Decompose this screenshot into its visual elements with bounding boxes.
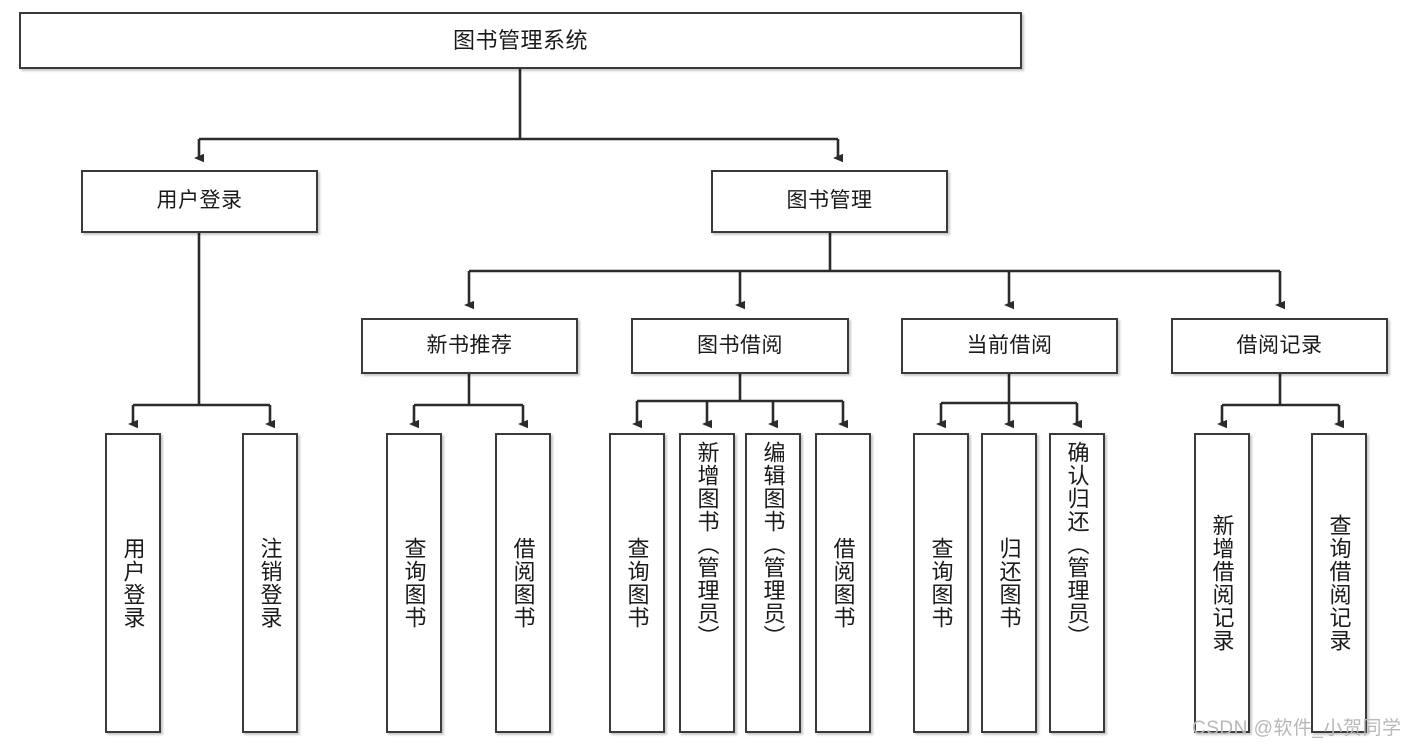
csdn-watermark: CSDN @软件_小贺同学 bbox=[1192, 718, 1402, 739]
leaf-query-books-borrow[interactable]: 查询图书 bbox=[609, 433, 665, 733]
node-root[interactable]: 图书管理系统 bbox=[19, 12, 1022, 69]
node-book-management[interactable]: 图书管理 bbox=[711, 170, 948, 233]
leaf-confirm-return-admin-label: 确认归还（管理员） bbox=[1064, 441, 1090, 648]
leaf-return-books-label: 归还图书 bbox=[996, 537, 1022, 629]
leaf-user-login[interactable]: 用户登录 bbox=[105, 433, 161, 733]
leaf-logout-label: 注销登录 bbox=[257, 537, 283, 629]
leaf-user-login-label: 用户登录 bbox=[120, 537, 146, 629]
leaf-query-borrow-record[interactable]: 查询借阅记录 bbox=[1311, 433, 1367, 733]
leaf-add-book-admin-label: 新增图书（管理员） bbox=[694, 441, 720, 648]
leaf-borrow-books-recommend[interactable]: 借阅图书 bbox=[495, 433, 551, 733]
leaf-edit-book-admin[interactable]: 编辑图书（管理员） bbox=[745, 433, 801, 733]
leaf-query-books-current[interactable]: 查询图书 bbox=[913, 433, 969, 733]
node-borrow-records[interactable]: 借阅记录 bbox=[1171, 318, 1388, 374]
node-book-borrowing[interactable]: 图书借阅 bbox=[631, 318, 849, 374]
leaf-add-borrow-record-label: 新增借阅记录 bbox=[1209, 514, 1235, 652]
leaf-query-books-current-label: 查询图书 bbox=[928, 537, 954, 629]
leaf-confirm-return-admin[interactable]: 确认归还（管理员） bbox=[1049, 433, 1105, 733]
node-root-label: 图书管理系统 bbox=[452, 27, 588, 53]
leaf-query-books-borrow-label: 查询图书 bbox=[624, 537, 650, 629]
leaf-query-books-recommend-label: 查询图书 bbox=[401, 537, 427, 629]
leaf-edit-book-admin-label: 编辑图书（管理员） bbox=[760, 441, 786, 648]
leaf-query-books-recommend[interactable]: 查询图书 bbox=[386, 433, 442, 733]
leaf-borrow-books-borrow[interactable]: 借阅图书 bbox=[815, 433, 871, 733]
node-book-borrowing-label: 图书借阅 bbox=[697, 333, 783, 357]
node-borrow-records-label: 借阅记录 bbox=[1236, 333, 1323, 357]
node-current-borrowing-label: 当前借阅 bbox=[966, 333, 1053, 357]
leaf-borrow-books-recommend-label: 借阅图书 bbox=[510, 537, 536, 629]
node-current-borrowing[interactable]: 当前借阅 bbox=[901, 318, 1118, 374]
node-book-management-label: 图书管理 bbox=[786, 189, 873, 213]
leaf-query-borrow-record-label: 查询借阅记录 bbox=[1326, 514, 1352, 652]
leaf-add-book-admin[interactable]: 新增图书（管理员） bbox=[679, 433, 735, 733]
leaf-return-books[interactable]: 归还图书 bbox=[981, 433, 1037, 733]
node-user-login-label: 用户登录 bbox=[156, 189, 243, 213]
node-user-login[interactable]: 用户登录 bbox=[81, 170, 318, 233]
node-new-book-recommendation[interactable]: 新书推荐 bbox=[361, 318, 578, 374]
leaf-add-borrow-record[interactable]: 新增借阅记录 bbox=[1194, 433, 1250, 733]
node-new-book-recommendation-label: 新书推荐 bbox=[426, 333, 513, 357]
leaf-borrow-books-borrow-label: 借阅图书 bbox=[830, 537, 856, 629]
leaf-logout[interactable]: 注销登录 bbox=[242, 433, 298, 733]
